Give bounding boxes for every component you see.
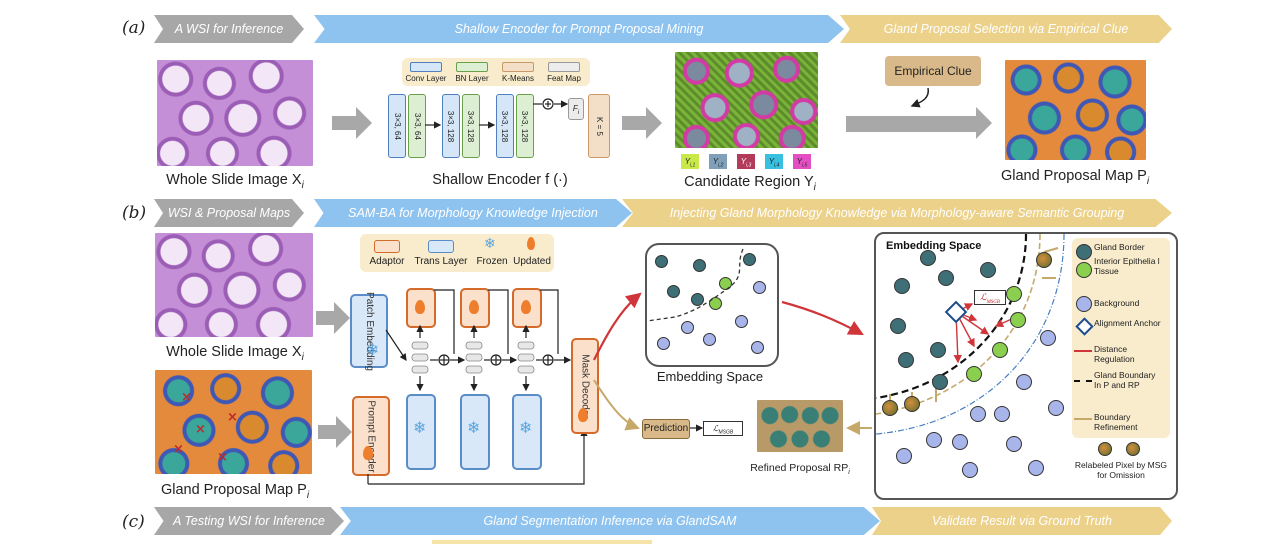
embedding-legend: Gland Border Interior Epithelia l Tissue… xyxy=(1072,238,1170,438)
banner-b-input: WSI & Proposal Maps xyxy=(154,199,304,227)
banner-b-mid: SAM-BA for Morphology Knowledge Injectio… xyxy=(314,199,632,227)
bn-layer-3: 3×3, 128 xyxy=(516,94,534,158)
proposal-caption-b: Gland Proposal Map Pi xyxy=(160,482,310,501)
conv-layer-1: 3×3, 64 xyxy=(388,94,406,158)
arrow-a3 xyxy=(846,107,992,139)
legend-adaptor: Adaptor xyxy=(369,256,405,267)
candidate-region-image xyxy=(675,52,818,148)
tag-y1: Yi,1 xyxy=(681,154,699,169)
legend-kmeans: K-Means xyxy=(501,74,534,83)
empirical-clue-box: Empirical Clue xyxy=(885,56,981,86)
proposal-caption-a: Gland Proposal Map Pi xyxy=(1000,168,1150,187)
tag-y5: Yi,5 xyxy=(793,154,811,169)
legend-relabeled: Relabeled Pixel by MSG for Omission xyxy=(1074,460,1168,480)
banner-c-right: Validate Result via Ground Truth xyxy=(872,507,1172,535)
legend-interior: Interior Epithelia l Tissue xyxy=(1094,256,1160,276)
wsi-image-b xyxy=(155,233,313,337)
wsi-caption-a: Whole Slide Image Xi xyxy=(166,172,304,191)
tag-y2: Yi,2 xyxy=(709,154,727,169)
arrow-b1 xyxy=(316,302,350,334)
tag-y3: Yi,3 xyxy=(737,154,755,169)
prediction-box: Prediction xyxy=(642,419,690,439)
conv-layer-2: 3×3, 128 xyxy=(442,94,460,158)
banner-a-input: A WSI for Inference xyxy=(154,15,304,43)
wsi-caption-b: Whole Slide Image Xi xyxy=(166,344,304,363)
trans-layer-2: ❄ xyxy=(460,394,490,470)
legend-anchor: Alignment Anchor xyxy=(1094,318,1161,328)
trans-layer-1: ❄ xyxy=(406,394,436,470)
banner-c-input: A Testing WSI for Inference xyxy=(154,507,344,535)
banner-a-right: Gland Proposal Selection via Empirical C… xyxy=(840,15,1172,43)
embedding-space-large: Embedding Space ℒMSGB xyxy=(874,232,1178,500)
patch-embedding-block: Patch Embedding xyxy=(350,292,388,370)
legend-gland-border: Gland Border xyxy=(1094,242,1145,252)
legend-bn: BN Layer xyxy=(455,74,489,83)
embedding-space-small xyxy=(645,243,779,367)
feature-map: Fi xyxy=(568,98,584,120)
section-c-label: (c) xyxy=(122,512,145,532)
encoder-connectors xyxy=(425,98,569,129)
tag-y4: Yi,4 xyxy=(765,154,783,169)
banner-a-mid: Shallow Encoder for Prompt Proposal Mini… xyxy=(314,15,844,43)
empirical-clue-arrow xyxy=(910,87,930,108)
bn-layer-2: 3×3, 128 xyxy=(462,94,480,158)
legend-distance: Distance Regulation xyxy=(1094,344,1135,364)
samba-connectors xyxy=(367,289,588,485)
loss-box: ℒMSGB xyxy=(703,421,743,436)
gland-proposal-image-a xyxy=(1005,60,1146,160)
gland-proposal-image-b: × × × × × xyxy=(155,370,312,474)
legend-featmap: Feat Map xyxy=(547,74,581,83)
adaptor-1 xyxy=(406,288,436,328)
samba-legend: ❄ Adaptor Trans Layer Frozen Updated xyxy=(360,234,554,272)
section-b-label: (b) xyxy=(122,203,147,223)
prompt-encoder-block: Prompt Encoder xyxy=(352,396,390,476)
legend-updated: Updated xyxy=(513,256,551,267)
kmeans-block: K = 5 xyxy=(588,94,610,158)
banner-b-right: Injecting Gland Morphology Knowledge via… xyxy=(622,199,1172,227)
legend-background: Background xyxy=(1094,298,1140,308)
adaptor-2 xyxy=(460,288,490,328)
banner-c-mid: Gland Segmentation Inference via GlandSA… xyxy=(340,507,880,535)
embedding-caption: Embedding Space xyxy=(656,369,764,384)
arrow-b2 xyxy=(318,416,352,448)
legend-conv: Conv Layer xyxy=(405,74,447,83)
refined-caption: Refined Proposal RPi xyxy=(750,462,850,477)
legend-frozen: Frozen xyxy=(476,256,508,267)
refined-proposal-image xyxy=(757,400,843,452)
flow-arrows xyxy=(593,292,872,435)
arrow-a1 xyxy=(332,107,372,139)
encoder-caption: Shallow Encoder f (·) xyxy=(432,172,568,188)
legend-refinement: Boundary Refinement xyxy=(1094,412,1138,432)
trans-layer-3: ❄ xyxy=(512,394,542,470)
candidate-caption: Candidate Region Yi xyxy=(684,174,816,193)
encoder-legend: Conv Layer BN Layer K-Means Feat Map xyxy=(402,58,590,86)
arrow-a2 xyxy=(622,107,662,139)
conv-layer-3: 3×3, 128 xyxy=(496,94,514,158)
embedding-space-title: Embedding Space xyxy=(886,240,982,252)
candidate-tags: Yi,1 Yi,2 Yi,3 Yi,4 Yi,5 xyxy=(681,154,821,172)
legend-trans: Trans Layer xyxy=(414,256,468,267)
row-d-hint xyxy=(432,540,652,544)
legend-boundary: Gland Boundary In P and RP xyxy=(1094,370,1156,390)
msgb-loss-label: ℒMSGB xyxy=(974,290,1006,305)
wsi-image-a xyxy=(157,60,313,166)
section-a-label: (a) xyxy=(122,18,146,38)
bn-layer-1: 3×3, 64 xyxy=(408,94,426,158)
